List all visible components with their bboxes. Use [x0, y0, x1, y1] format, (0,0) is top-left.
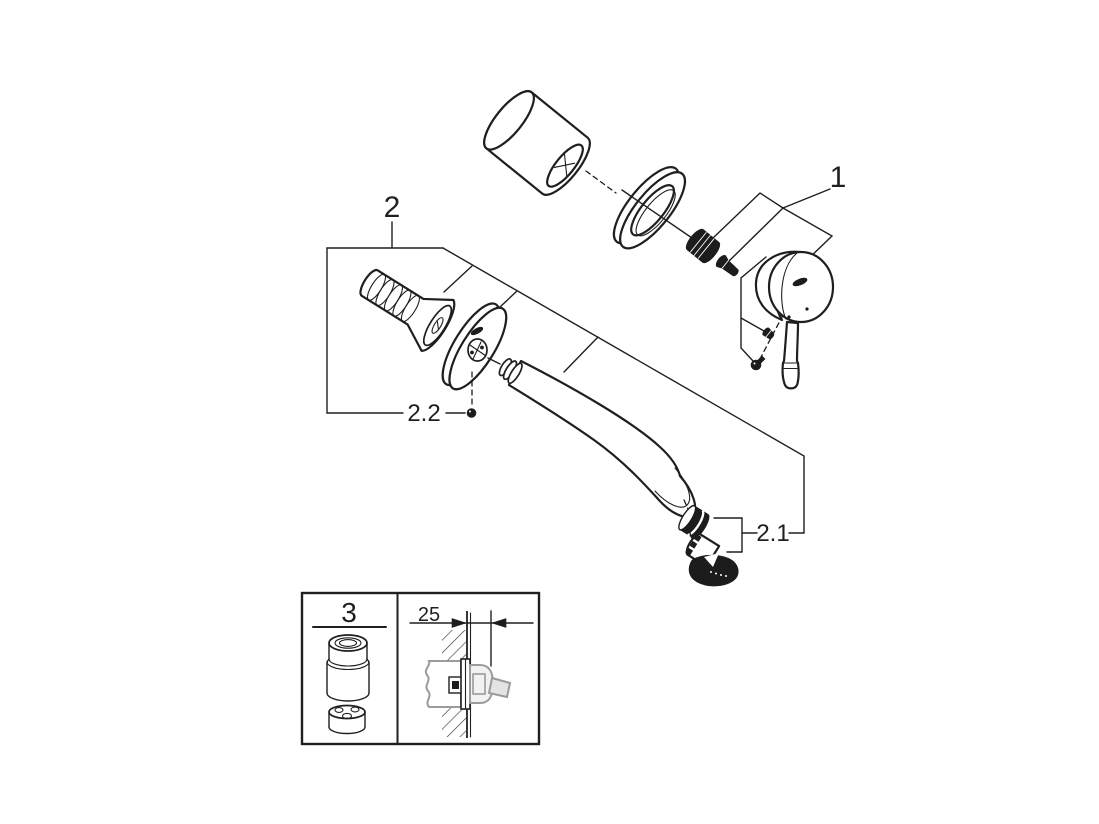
cap-plug	[750, 355, 766, 371]
handle-screw	[715, 255, 739, 277]
grub-screw-2-2	[466, 408, 477, 418]
aerator-key	[685, 533, 739, 587]
set-screw	[762, 327, 775, 340]
label-part-2: 2	[384, 191, 401, 224]
handle-slot	[792, 277, 808, 287]
supply-pipe	[424, 660, 462, 708]
label-part-1: 1	[830, 161, 847, 194]
concealed-valve-body	[424, 658, 512, 710]
axis-line-ring	[621, 189, 693, 239]
handle-lever	[781, 320, 800, 390]
group1-leader-lines	[712, 188, 834, 362]
handle	[754, 250, 835, 390]
extension-part	[326, 634, 370, 702]
axis-dash-sleeve-ring	[585, 170, 617, 194]
axis-line-rosette-spout	[487, 357, 501, 365]
group2-leader-lines	[326, 221, 805, 553]
dimension-arrow-right	[451, 618, 467, 628]
axis-dash-spout-mousseur	[683, 499, 689, 510]
label-dimension-25: 25	[418, 604, 440, 626]
cap-nut	[685, 228, 721, 264]
spout	[498, 358, 697, 518]
label-part-2-2: 2.2	[407, 400, 440, 427]
axis-dash-handle-screws	[760, 314, 784, 358]
rosette-face-details	[467, 326, 488, 362]
threaded-adapter	[359, 268, 456, 352]
label-part-2-1: 2.1	[756, 520, 789, 547]
dimension-arrow-left	[491, 618, 507, 628]
label-part-3: 3	[341, 597, 357, 628]
spout-stub	[487, 676, 512, 699]
handle-escutcheon-ring	[612, 166, 687, 250]
axis-dash-mousseur-aerator	[689, 532, 694, 543]
handle-sleeve	[483, 90, 591, 196]
gasket-part	[328, 704, 366, 735]
installation-inset: 3 25	[300, 591, 541, 746]
mousseur-ring	[678, 504, 710, 539]
